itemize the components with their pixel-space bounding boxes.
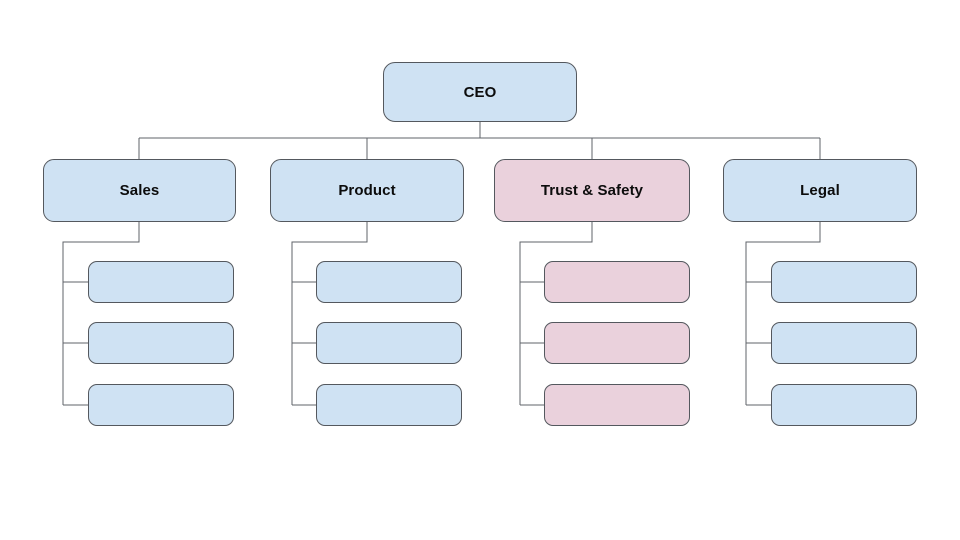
node-dept-trust-safety: Trust & Safety — [494, 159, 690, 222]
node-ceo-label: CEO — [463, 83, 497, 101]
node-dept-sales-label: Sales — [119, 182, 160, 199]
node-dept-trust-safety-label: Trust & Safety — [540, 182, 644, 199]
connector-legal-children — [745, 222, 821, 406]
connector-sales-children — [62, 222, 140, 406]
connector-root-bus — [138, 122, 821, 159]
node-dept-legal-label: Legal — [800, 182, 840, 199]
node-dept-legal: Legal — [723, 159, 917, 222]
node-legal-report-3 — [771, 384, 917, 426]
connector-product-children — [291, 222, 368, 406]
node-product-report-2 — [316, 322, 462, 364]
node-sales-report-1 — [88, 261, 234, 303]
node-trust-safety-report-2 — [544, 322, 690, 364]
node-dept-sales: Sales — [43, 159, 236, 222]
node-legal-report-2 — [771, 322, 917, 364]
node-dept-product: Product — [270, 159, 464, 222]
node-legal-report-1 — [771, 261, 917, 303]
connector-trust-safety-children — [519, 222, 593, 406]
node-trust-safety-report-3 — [544, 384, 690, 426]
node-ceo: CEO — [383, 62, 577, 122]
node-sales-report-2 — [88, 322, 234, 364]
node-product-report-1 — [316, 261, 462, 303]
node-product-report-3 — [316, 384, 462, 426]
node-sales-report-3 — [88, 384, 234, 426]
node-dept-product-label: Product — [338, 182, 396, 199]
node-trust-safety-report-1 — [544, 261, 690, 303]
